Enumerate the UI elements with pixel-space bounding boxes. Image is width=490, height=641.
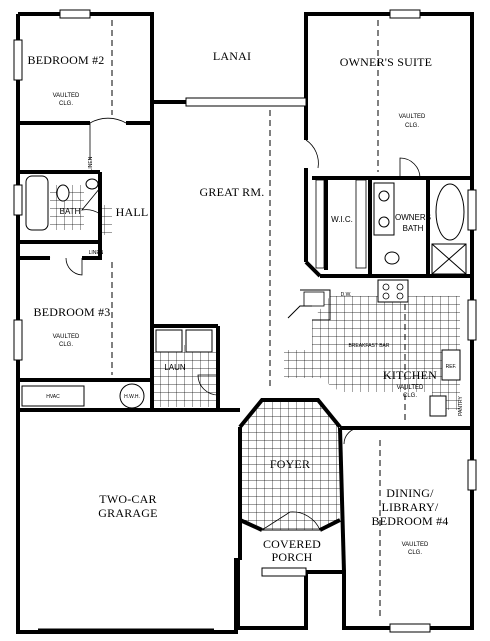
bedroom2-label: BEDROOM #2	[27, 53, 104, 67]
bedroom2-vaulted: VAULTED	[53, 93, 80, 99]
wic-label: W.I.C.	[331, 215, 353, 224]
owners-suite-clg: CLG.	[405, 123, 419, 129]
garage-label-2: GRARAGE	[98, 506, 157, 520]
kitchen-fixtures	[287, 279, 461, 417]
water-heater-label: H.W.H.	[124, 394, 140, 400]
foyer-label: FOYER	[270, 457, 310, 471]
bedroom3-vaulted: VAULTED	[53, 334, 80, 340]
breakfast-bar-label: BREAKFAST BAR	[348, 343, 389, 349]
bedroom3-clg: CLG.	[59, 342, 73, 348]
dishwasher-label: D.W.	[341, 292, 352, 298]
doors	[39, 117, 421, 531]
kitchen-label: KITCHEN	[383, 368, 437, 382]
kitchen-clg: CLG.	[403, 393, 417, 399]
dining-label-1: DINING/	[386, 486, 434, 500]
owners-suite-label: OWNER'S SUITE	[340, 55, 432, 69]
dining-label-3: BEDROOM #4	[371, 514, 448, 528]
refrigerator-label: REF.	[446, 364, 457, 370]
room-labels: BEDROOM #2 VAULTED CLG. LANAI OWNER'S SU…	[27, 49, 464, 564]
interior-walls	[18, 102, 472, 573]
owners-bath-label-2: BATH	[403, 224, 424, 233]
hall-label: HALL	[116, 205, 149, 219]
lanai-label: LANAI	[213, 49, 251, 63]
linen-upper-label: LINEN	[88, 156, 94, 171]
hvac-label: HVAC	[46, 394, 60, 400]
windows	[13, 9, 477, 633]
dining-vaulted: VAULTED	[402, 542, 429, 548]
kitchen-vaulted: VAULTED	[397, 385, 424, 391]
ceiling-lines	[111, 20, 406, 620]
pantry-label: PANTRY	[458, 395, 464, 415]
great-room-label: GREAT RM.	[200, 185, 265, 199]
owners-bath-label-1: OWNERS	[395, 213, 431, 222]
bath-label: BATH	[60, 207, 81, 216]
owners-suite-vaulted: VAULTED	[399, 114, 426, 120]
laundry-label: LAUN	[164, 363, 186, 372]
bedroom2-clg: CLG.	[59, 101, 73, 107]
tile-floors	[50, 185, 460, 530]
bedroom3-label: BEDROOM #3	[33, 305, 110, 319]
dining-clg: CLG.	[408, 550, 422, 556]
porch-label-1: COVERED	[263, 537, 321, 551]
porch-label-2: PORCH	[271, 550, 312, 564]
fixtures	[21, 175, 467, 409]
dining-label-2: LIBRARY/	[382, 500, 439, 514]
garage-label-1: TWO-CAR	[99, 492, 156, 506]
linen-lower-label: LINEN	[89, 250, 104, 256]
